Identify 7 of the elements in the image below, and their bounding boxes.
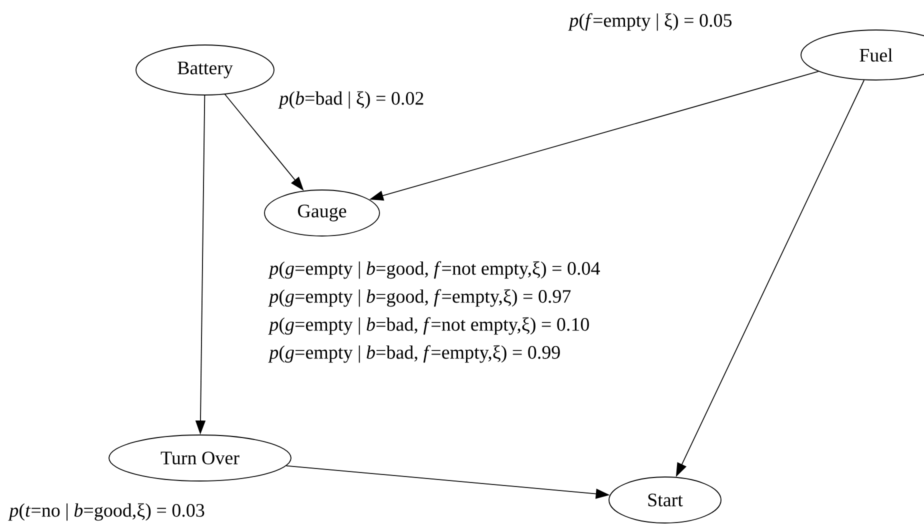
probability-label: p(g=empty | b=good, f=empty,ξ) = 0.97 — [268, 289, 571, 307]
probability-label: p(t=no | b=good,ξ) = 0.03 — [8, 503, 204, 521]
probability-label: p(g=empty | b=bad, f=empty,ξ) = 0.99 — [268, 345, 560, 363]
probability-label: p(f=empty | ξ) = 0.05 — [568, 13, 732, 31]
probability-label: p(b=bad | ξ) = 0.02 — [278, 91, 424, 109]
probability-label: p(g=empty | b=bad, f=not empty,ξ) = 0.10 — [268, 317, 589, 335]
probability-label: p(g=empty | b=good, f=not empty,ξ) = 0.04 — [268, 261, 600, 279]
